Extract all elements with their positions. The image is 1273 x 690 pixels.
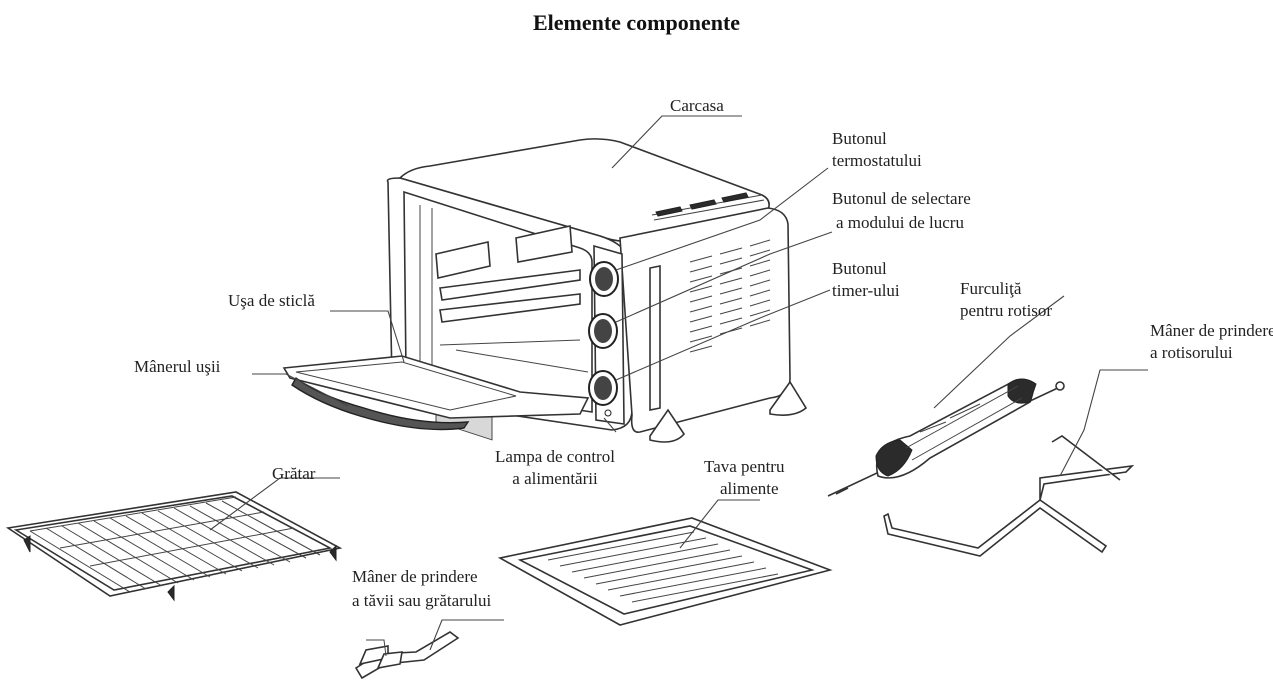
label-rotisserie-handle-line2: a rotisorului <box>1150 343 1233 362</box>
label-door-handle: Mânerul uşii <box>134 357 221 376</box>
food-tray-illustration <box>497 517 833 626</box>
label-food-tray-line2: alimente <box>720 479 779 498</box>
tray-handle-illustration <box>354 631 460 680</box>
label-power-lamp-line2: a alimentării <box>512 469 598 488</box>
label-thermostat-line2: termostatului <box>832 151 922 170</box>
label-rotisserie-fork-line1: Furculiţă <box>960 279 1022 298</box>
label-tray-handle-line2: a tăvii sau grătarului <box>352 591 492 610</box>
label-food-tray-line1: Tava pentru <box>704 457 785 476</box>
label-grill-rack: Grătar <box>272 464 316 483</box>
label-glass-door: Uşa de sticlă <box>228 291 315 310</box>
oven-illustration <box>282 138 808 443</box>
label-tray-handle-line1: Mâner de prindere <box>352 567 478 586</box>
label-rotisserie-handle-line1: Mâner de prindere <box>1150 321 1273 340</box>
label-timer-line2: timer-ului <box>832 281 900 300</box>
rotisserie-fork-illustration <box>827 378 1065 497</box>
label-mode-selector-line1: Butonul de selectare <box>832 189 971 208</box>
label-power-lamp-line1: Lampa de control <box>495 447 615 466</box>
leader-lines <box>209 115 1148 651</box>
grill-rack-illustration <box>5 491 343 602</box>
label-mode-selector-line2: a modului de lucru <box>836 213 964 232</box>
label-timer-line1: Butonul <box>832 259 887 278</box>
label-thermostat-line1: Butonul <box>832 129 887 148</box>
label-carcasa: Carcasa <box>670 96 724 115</box>
page-title: Elemente componente <box>532 10 741 35</box>
mode-knob-illustration <box>588 313 618 349</box>
thermostat-knob-illustration <box>589 261 619 297</box>
label-rotisserie-fork-line2: pentru rotisor <box>960 301 1053 320</box>
timer-knob-illustration <box>588 370 618 406</box>
rotisserie-handle-illustration <box>883 435 1135 557</box>
